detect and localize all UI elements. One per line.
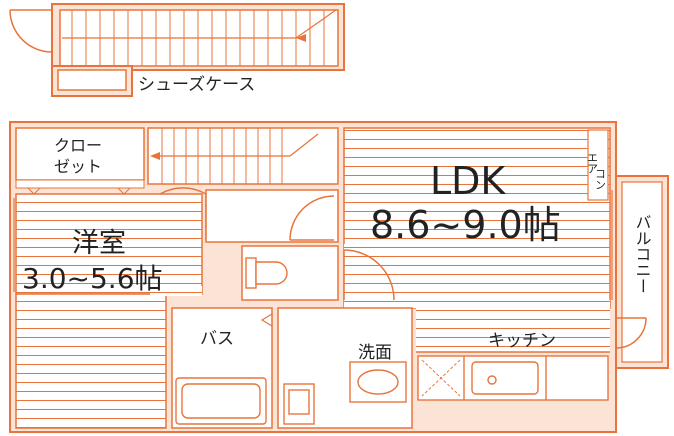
balcony (615, 175, 669, 369)
aircon-unit (587, 129, 609, 201)
balcony-label: バルコニー (633, 214, 652, 294)
aircon-label-line2: コン (594, 168, 607, 190)
stair-door-swing (9, 9, 53, 53)
sink-icon (471, 361, 539, 395)
western-room (15, 193, 203, 429)
hallway-door-swing (289, 195, 335, 241)
bath-door-mark (260, 313, 273, 327)
ldk-door-swing (343, 249, 395, 301)
hallway (205, 189, 339, 243)
western-room-label: 洋室 (72, 228, 126, 259)
closet-label-line2: ゼット (54, 157, 102, 176)
toilet-icon (245, 257, 288, 289)
shoe-case-label: シューズケース (138, 75, 255, 95)
ldk-window (611, 190, 617, 300)
upper-stair-arrow (62, 9, 337, 42)
ldk-room (343, 127, 611, 353)
closet (15, 127, 145, 189)
aircon-label-line1: エア (586, 152, 599, 174)
wash-basin-icon (349, 361, 407, 403)
western-room-window (9, 198, 15, 292)
middle-stair-arrow (150, 133, 319, 160)
balcony-door-swing (615, 317, 647, 349)
bath-label: バス (200, 329, 234, 349)
closet-label-line1: クロー (54, 136, 102, 155)
closet-door-marks (27, 187, 131, 195)
ldk-label: LDK (430, 159, 506, 203)
fridge-space-icon (421, 359, 461, 397)
western-room-size: 3.0~5.6帖 (22, 262, 163, 295)
kitchen-label: キッチン (488, 331, 556, 351)
bathtub-icon (175, 377, 267, 425)
ldk-size: 8.6~9.0帖 (370, 203, 561, 247)
washing-machine-icon (283, 383, 315, 425)
washroom-label: 洗面 (358, 343, 392, 363)
